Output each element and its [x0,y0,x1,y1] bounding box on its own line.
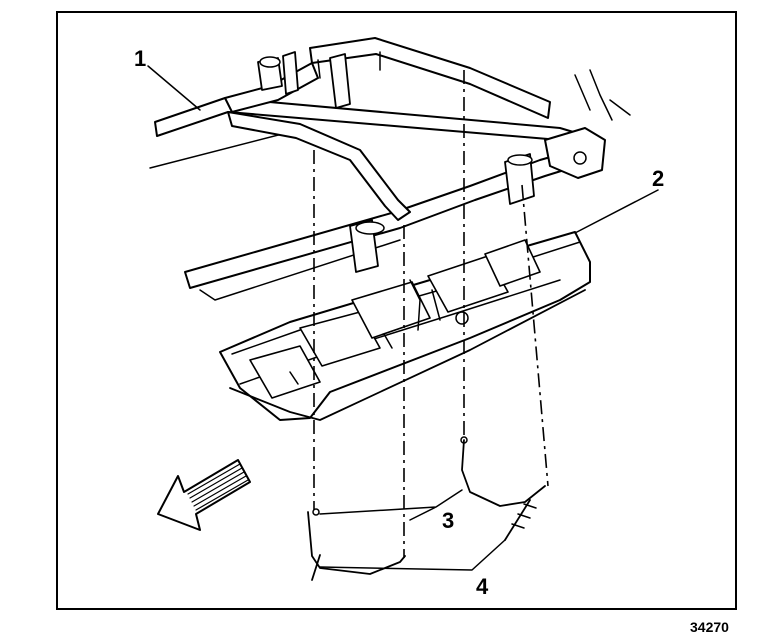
leader-lines [147,65,659,571]
fuel-tank [219,231,591,421]
callout-4-bolts: 4 [476,574,489,599]
vehicle-frame [149,37,631,301]
fuel-tank-straps [307,436,546,575]
callout-1-frame: 1 [134,46,146,71]
figure-border [56,11,737,610]
figure-number: 34270 [690,619,729,635]
callout-2-fuel-tank: 2 [652,166,664,191]
strap-bolts [311,499,537,581]
front-direction-arrow-icon [157,459,251,531]
callout-3-straps: 3 [442,508,454,533]
alignment-lines [313,70,549,558]
